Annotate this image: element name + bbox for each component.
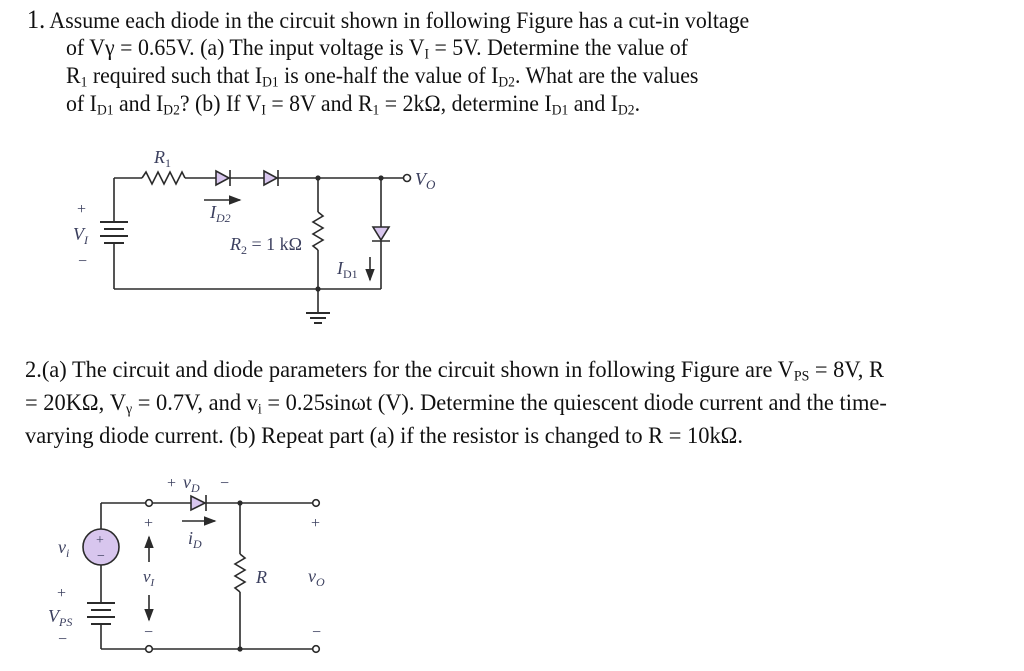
diode-d-icon	[190, 494, 207, 512]
figure-2-circuit	[82, 494, 321, 654]
problem-2-line-3: varying diode current. (b) Repeat part (…	[25, 423, 743, 449]
problem-2-line-2: = 20KΩ, Vγ = 0.7V, and vi = 0.25sinωt (V…	[25, 390, 887, 418]
svg-text:−: −	[144, 624, 153, 641]
diode-series-2-icon	[263, 169, 279, 187]
svg-text:VPS: VPS	[48, 606, 72, 629]
figure-1-labels: R1 VO + VI − ID2 R2 = 1 kΩ ID1	[73, 147, 436, 281]
svg-text:R1: R1	[153, 147, 171, 170]
vo-terminal-top-icon	[311, 498, 321, 508]
svg-text:R2 = 1 kΩ: R2 = 1 kΩ	[229, 234, 302, 257]
figure-2-labels: + vD − + − vi + VPS − + vI − iD R + vO −	[48, 472, 325, 648]
resistor-r1-icon	[141, 170, 186, 186]
svg-text:+: +	[96, 533, 104, 548]
vi-terminal-bottom-icon	[144, 644, 154, 654]
svg-text:VO: VO	[415, 169, 436, 192]
diode-series-1-icon	[215, 169, 231, 187]
problem-number: 1.	[27, 5, 46, 34]
problem-1-line-3: R1 required such that ID1 is one-half th…	[66, 63, 699, 91]
svg-text:vI: vI	[143, 567, 156, 589]
svg-text:−: −	[97, 549, 105, 564]
resistor-r2-icon	[311, 211, 325, 251]
svg-text:−: −	[312, 624, 321, 641]
problem-1-line-2: of Vγ = 0.65V. (a) The input voltage is …	[66, 35, 688, 63]
problem-2-line-1: 2.(a) The circuit and diode parameters f…	[25, 357, 884, 385]
svg-text:VI: VI	[73, 224, 89, 247]
problem-1-line-4: of ID1 and ID2? (b) If VI = 8V and R1 = …	[66, 91, 641, 119]
svg-text:+: +	[311, 515, 320, 532]
svg-text:+: +	[77, 201, 86, 218]
svg-text:+: +	[167, 475, 176, 492]
svg-text:−: −	[78, 253, 87, 270]
svg-text:R: R	[255, 567, 267, 587]
svg-text:+: +	[57, 585, 66, 602]
battery-vi-icon	[100, 178, 128, 289]
svg-text:vi: vi	[58, 537, 69, 560]
diode-shunt-d1-icon	[371, 226, 391, 242]
svg-text:−: −	[58, 631, 67, 648]
resistor-r-icon	[233, 553, 247, 593]
svg-text:ID2: ID2	[209, 202, 231, 225]
svg-text:vO: vO	[308, 566, 325, 589]
vo-terminal-icon	[402, 173, 412, 183]
vo-terminal-bottom-icon	[311, 644, 321, 654]
svg-text:+: +	[144, 515, 153, 532]
figure-1-circuit	[100, 169, 412, 324]
ground-icon	[306, 289, 330, 324]
vi-terminal-top-icon	[144, 498, 154, 508]
problem-1-line-1: 1. Assume each diode in the circuit show…	[27, 5, 750, 35]
battery-vps-icon	[87, 602, 115, 625]
svg-text:vD: vD	[183, 472, 200, 495]
svg-text:−: −	[220, 475, 229, 492]
svg-text:iD: iD	[188, 528, 202, 551]
svg-text:ID1: ID1	[336, 258, 358, 281]
